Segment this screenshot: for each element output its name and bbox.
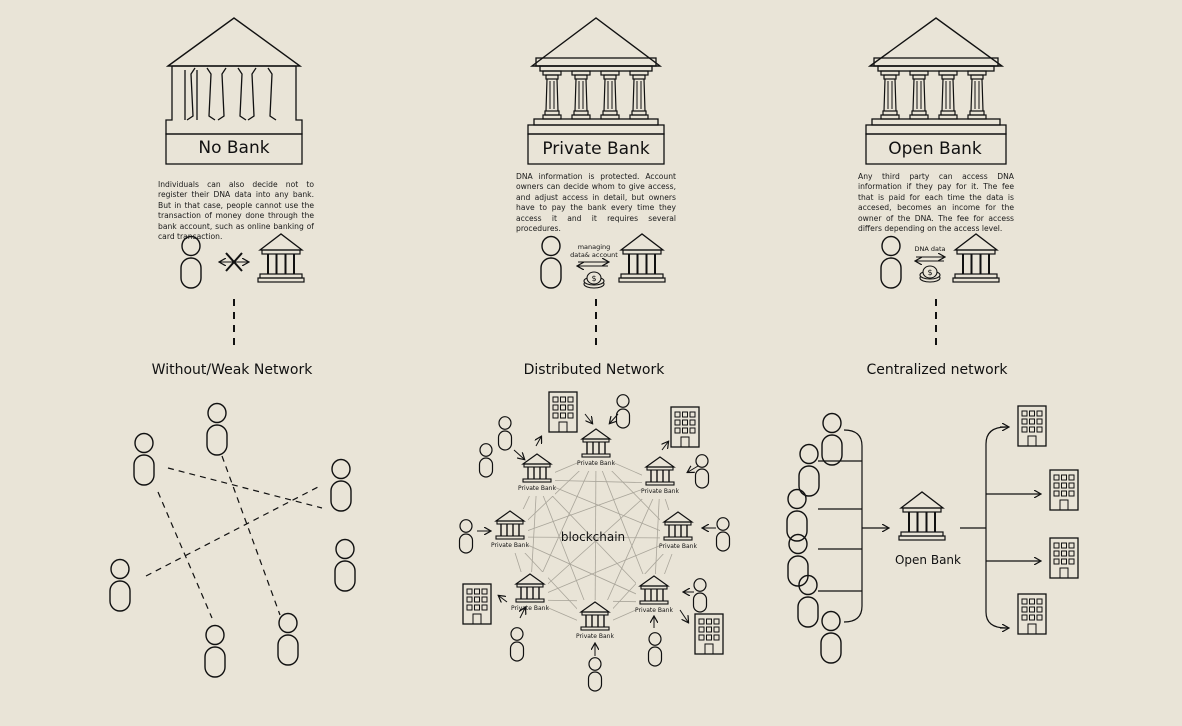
distributed-peripherals [458,391,731,692]
private-bank-node-bg [642,455,678,499]
mesh-link [536,479,661,484]
mesh-link [536,479,655,603]
flow-arrow [499,596,508,602]
office-building-icon [694,613,724,655]
private-bank-node-label: Private Bank [491,542,529,549]
flow-arrow [536,437,541,447]
private-bank-node-label: Private Bank [511,605,549,612]
person-icon [497,416,513,451]
private-bank-node-bg [660,510,696,554]
open-bank-temple [865,17,1007,165]
svg-text:$: $ [927,268,932,277]
private-bank-node-bg [578,427,614,471]
flow-arrow [610,413,619,423]
private-bank-flow-label-1: managing [578,243,611,251]
mesh-link [529,537,679,601]
private-bank-network-label: Distributed Network [524,362,666,378]
flow-arrow [662,442,668,451]
no-bank-network-label: Without/Weak Network [152,362,314,378]
mesh-link [509,536,655,603]
open-bank-bank-icon [952,233,1000,283]
weak-network-people [109,402,356,678]
private-bank-node-label: Private Bank [576,633,614,640]
private-bank-flow-arrows [578,262,608,266]
open-bank-hub-label: Open Bank [895,553,961,567]
person-icon [509,627,525,662]
mesh-link [509,482,661,538]
no-bank-title: No Bank [198,138,269,158]
no-bank-temple [165,17,303,165]
private-bank-title: Private Bank [542,139,650,159]
private-bank-flow-label-2: data& account [570,251,618,259]
centralized-offices [1017,405,1079,635]
open-bank-coin-icon: $ [919,265,941,283]
private-bank-node-label: Private Bank [659,543,697,550]
private-bank-description: DNA information is protected. Account ow… [516,172,676,234]
person-icon [694,454,710,489]
flow-arrow [584,413,592,423]
private-bank-node-bg [577,600,613,644]
mesh-link [536,479,679,539]
private-bank-node-label: Private Bank [635,607,673,614]
open-bank-person-icon [880,235,902,289]
flow-arrow [688,466,699,472]
mesh-link [529,482,661,601]
private-bank-node-label: Private Bank [518,485,556,492]
private-bank-temple [527,17,665,165]
open-bank-network-label: Centralized network [866,362,1008,378]
no-bank-description: Individuals can also decide not to regis… [158,180,314,242]
svg-text:$: $ [591,274,596,283]
open-bank-description: Any third party can access DNA informati… [858,172,1014,234]
person-icon [478,443,494,478]
person-icon [458,519,474,554]
no-bank-person-icon [180,235,202,289]
person-icon [715,517,731,552]
office-building-icon [670,406,700,448]
person-icon [692,578,708,613]
person-icon [615,394,631,429]
centralized-people [786,412,843,664]
centralized-network [818,427,1040,628]
person-icon [647,632,663,667]
private-bank-node-label: Private Bank [641,488,679,495]
weak-network [145,455,323,619]
flow-arrow [520,608,525,619]
private-bank-node-bg [512,572,548,616]
private-bank-coin-icon: $ [583,271,605,289]
blockchain-label: blockchain [561,530,625,544]
private-bank-node-bg [492,509,528,553]
private-bank-node-bg [636,574,672,618]
office-building-icon [462,583,492,625]
private-bank-bank-icon [618,233,666,283]
flow-arrow [679,609,688,622]
private-bank-node-label: Private Bank [577,460,615,467]
open-bank-title: Open Bank [888,139,982,159]
open-bank-flow-arrows [916,257,944,261]
open-bank-hub-icon [898,491,946,541]
blocked-exchange-icon [220,252,248,272]
open-bank-flow-label: DNA data [914,245,945,253]
private-bank-person-icon [540,235,562,289]
person-icon [587,657,603,692]
flow-arrow [513,449,524,459]
mesh-link [509,536,679,539]
office-building-icon [548,391,578,433]
